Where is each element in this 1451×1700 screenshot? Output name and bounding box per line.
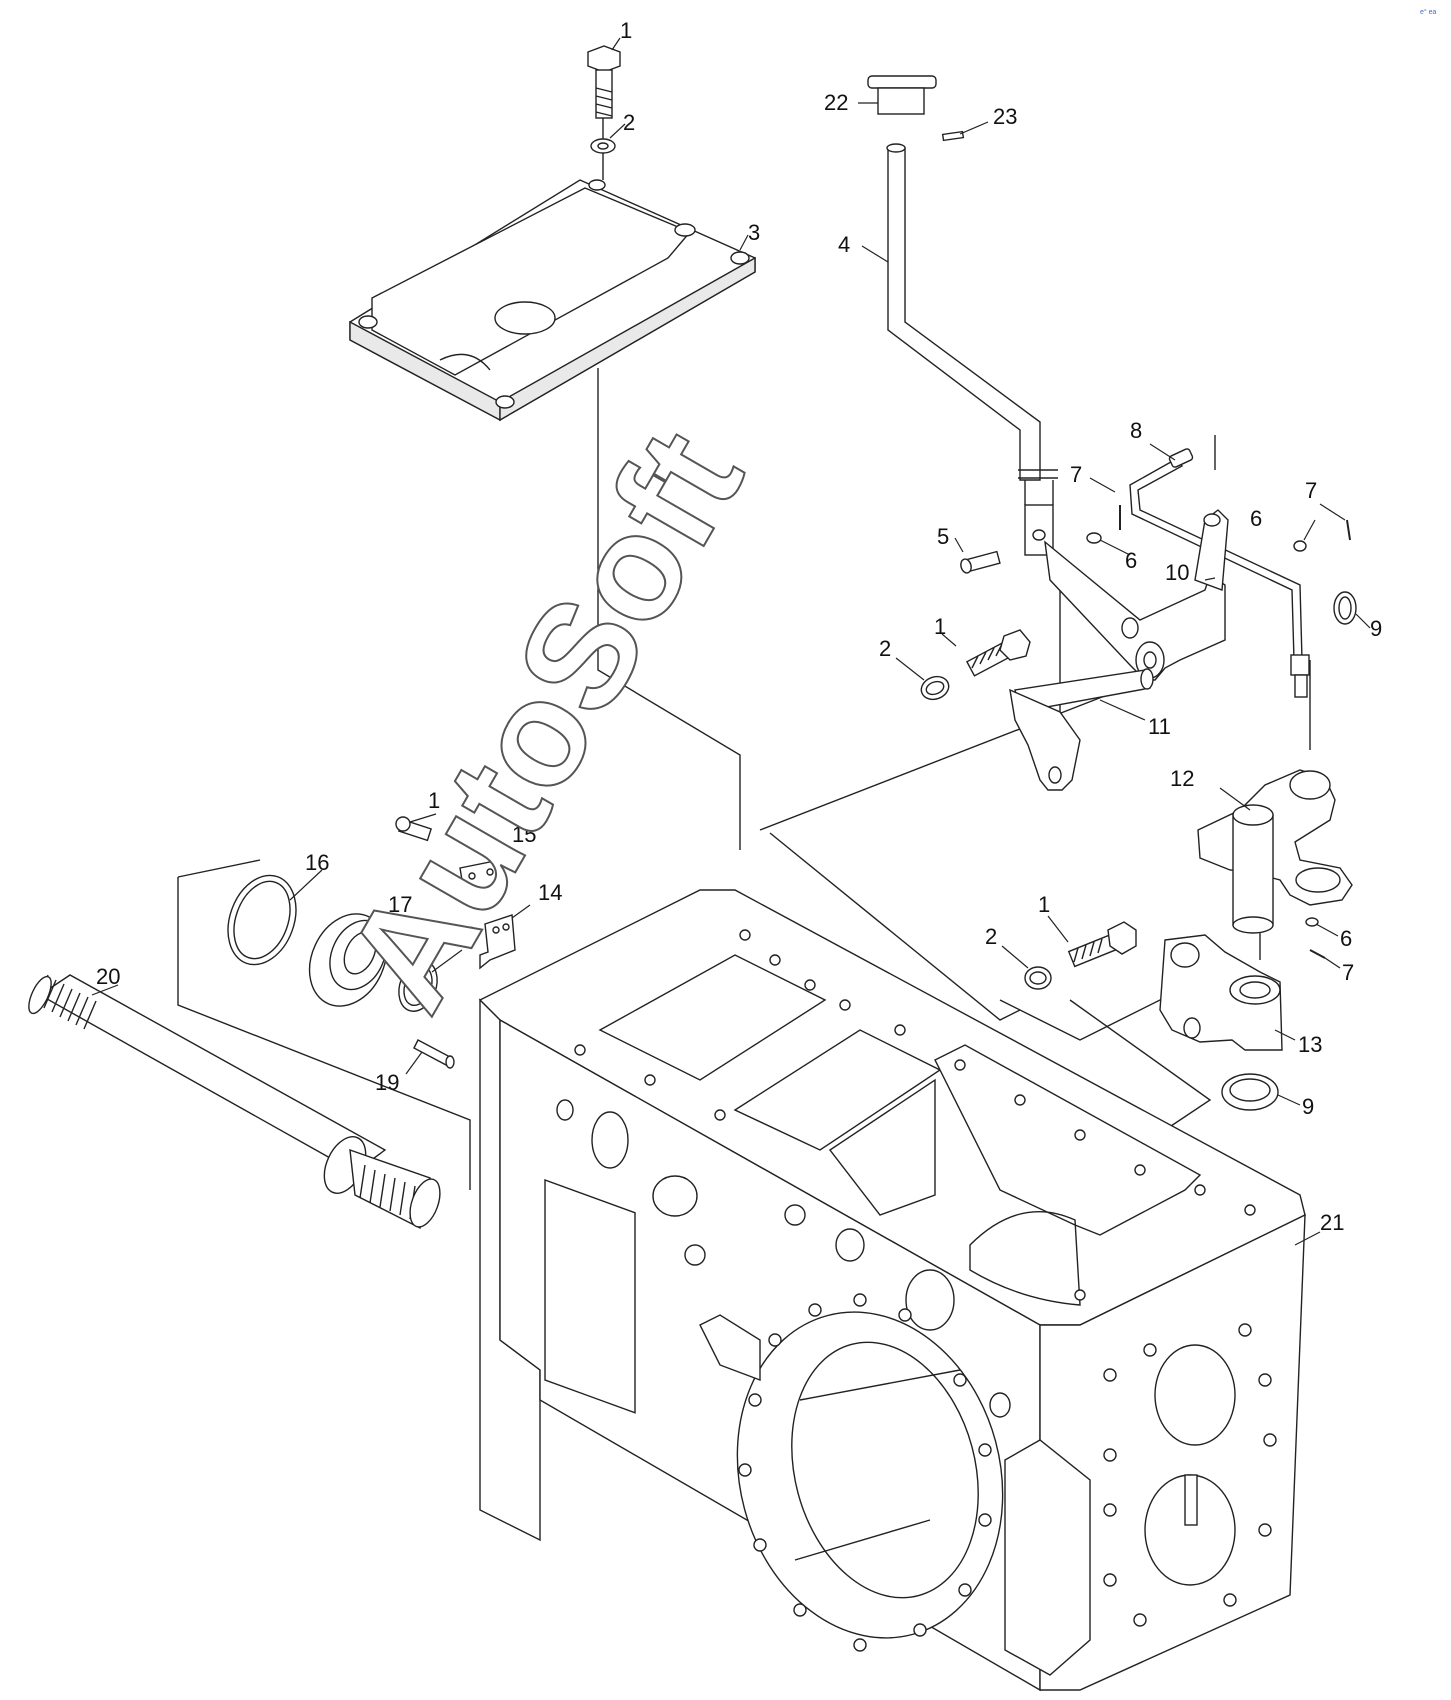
bolt-mid xyxy=(965,629,1031,677)
washer-right xyxy=(1024,966,1052,990)
pin-23 xyxy=(941,130,965,142)
washer-mid xyxy=(920,675,950,701)
callout-bracket-13: 13 xyxy=(1298,1032,1322,1057)
bolt-top xyxy=(587,45,621,119)
callout-washer-6b: 6 xyxy=(1250,506,1262,531)
rim-holes xyxy=(574,929,1256,1301)
small-hardware xyxy=(1086,505,1357,959)
callout-plate-15: 15 xyxy=(512,822,536,847)
callout-washer-mid: 2 xyxy=(879,636,891,661)
washer-top xyxy=(590,138,616,154)
pin-19 xyxy=(413,1039,455,1069)
washer-6a xyxy=(1086,532,1102,544)
callout-ring-16: 16 xyxy=(305,850,329,875)
callout-washer-right: 2 xyxy=(985,924,997,949)
arm-12 xyxy=(1197,769,1353,934)
callout-bolt-top: 1 xyxy=(620,18,632,43)
shaft-20 xyxy=(28,974,441,1230)
bearing-17 xyxy=(308,913,388,1007)
callout-rod-8: 8 xyxy=(1130,418,1142,443)
callout-plate-14: 14 xyxy=(538,880,562,905)
ring-18 xyxy=(398,960,438,1012)
callout-cotter-7b: 7 xyxy=(1305,478,1317,503)
plate-14 xyxy=(479,914,516,970)
cotter-7c xyxy=(1309,949,1326,959)
rod-8 xyxy=(1129,448,1310,698)
housing-21 xyxy=(478,889,1306,1692)
callout-ring-9b: 9 xyxy=(1302,1094,1314,1119)
bolt-left xyxy=(395,816,433,842)
pin-5 xyxy=(960,550,1001,574)
cover-plate xyxy=(349,179,756,422)
callout-bolt-mid: 1 xyxy=(934,614,946,639)
knob-22 xyxy=(867,75,937,115)
callout-pin-19: 19 xyxy=(375,1070,399,1095)
leader-lines xyxy=(91,37,1371,1246)
ring-9b xyxy=(1221,1073,1279,1111)
callout-shaft-20: 20 xyxy=(96,964,120,989)
callout-washer-6c: 6 xyxy=(1340,926,1352,951)
callout-housing-21: 21 xyxy=(1320,1210,1344,1235)
callout-shaft-11: 11 xyxy=(1148,714,1171,739)
callout-bolt-right: 1 xyxy=(1038,892,1050,917)
ring-16 xyxy=(227,874,297,966)
callout-labels: 1 2 3 4 22 23 5 7 6 8 10 6 7 9 11 1 2 12… xyxy=(96,18,1382,1235)
corner-mark: e° ea xyxy=(1420,8,1437,16)
callout-cotter-7a: 7 xyxy=(1070,462,1082,487)
callout-bearing-17: 17 xyxy=(388,892,412,917)
callout-ring-9a: 9 xyxy=(1370,616,1382,641)
shaft-11 xyxy=(1009,668,1154,791)
washer-6b xyxy=(1293,540,1307,552)
shift-lever xyxy=(886,143,1058,556)
callout-cover-plate: 3 xyxy=(748,220,760,245)
callout-pin-5: 5 xyxy=(937,524,949,549)
flange-holes xyxy=(738,1293,992,1652)
plate-15 xyxy=(459,859,503,893)
side-holes xyxy=(1103,1323,1277,1627)
cotter-7b xyxy=(1346,519,1351,541)
callout-cotter-7c: 7 xyxy=(1342,960,1354,985)
callout-lever-10: 10 xyxy=(1165,560,1189,585)
callout-shift-lever: 4 xyxy=(838,232,850,257)
callout-knob-22: 22 xyxy=(824,90,848,115)
callout-pin-23: 23 xyxy=(993,104,1017,129)
callout-washer-top: 2 xyxy=(623,110,635,135)
washer-6c xyxy=(1305,917,1319,927)
callout-bolt-left: 1 xyxy=(428,788,440,813)
lever-10 xyxy=(1044,509,1229,681)
callout-arm-12: 12 xyxy=(1170,766,1194,791)
bolt-right xyxy=(1067,921,1137,968)
callout-washer-6a: 6 xyxy=(1125,548,1137,573)
callout-ring-18: 18 xyxy=(452,922,476,947)
bracket-13 xyxy=(1159,934,1283,1051)
